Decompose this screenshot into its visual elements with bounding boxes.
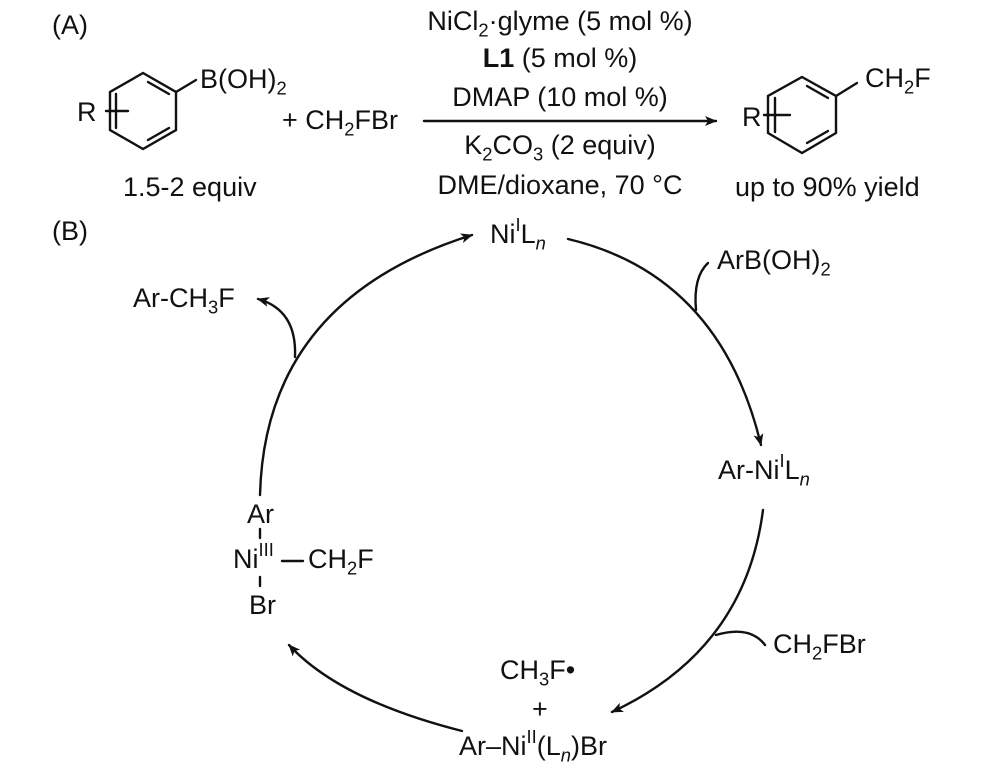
radical-plus-sign: + <box>532 694 548 724</box>
ch2fbr-entry-arrow <box>714 630 767 647</box>
species-ni-iii-ar: Ar <box>247 499 274 529</box>
reagent-ch2fbr: CH2FBr <box>773 629 866 664</box>
species-ni-iii-metal: NiIII <box>233 539 274 574</box>
species-ni-iii-br: Br <box>249 590 276 620</box>
species-ni-i: NiILn <box>490 214 546 254</box>
reactant-substituent-r: R <box>77 97 97 127</box>
species-ar-ni-i: Ar-NiILn <box>718 450 810 490</box>
reactant-equiv: 1.5-2 equiv <box>123 172 257 202</box>
condition-ligand: L1 (5 mol %) <box>482 43 638 73</box>
arboh2-entry-arrow <box>694 261 710 312</box>
boronic-acid-group: B(OH)2 <box>200 64 287 99</box>
arc-nilll-to-nil <box>258 233 474 497</box>
arc-arnill-to-nilll <box>287 643 464 733</box>
panel-a-label: (A) <box>52 10 88 40</box>
condition-base: K2CO3 (2 equiv) <box>464 130 656 165</box>
reactant-benzene-ring <box>104 71 198 151</box>
species-ni-iii-ch2f: CH2F <box>308 544 374 579</box>
condition-dmap: DMAP (10 mol %) <box>452 82 668 112</box>
panel-b-label: (B) <box>52 216 88 246</box>
product-ar-ch3f: Ar-CH3F <box>133 283 235 318</box>
condition-catalyst: NiCl2·glyme (5 mol %) <box>427 6 693 41</box>
arc-arnil-to-arnill <box>610 508 765 714</box>
product-ch2f-group: CH2F <box>865 63 931 98</box>
species-ar-ni-ii-br: Ar–NiII(Ln)Br <box>459 726 607 766</box>
reactant2-ch2fbr: + CH2FBr <box>282 105 399 140</box>
radical-ch3f: CH3F• <box>500 655 576 690</box>
ar-ch3f-exit-arrow <box>256 297 297 359</box>
arc-nil-to-arnil <box>566 237 764 447</box>
reagent-arboh2: ArB(OH)2 <box>717 245 831 280</box>
condition-solvent-temp: DME/dioxane, 70 °C <box>437 170 683 200</box>
product-benzene-ring <box>762 75 859 155</box>
product-substituent-r: R <box>742 102 762 132</box>
product-yield: up to 90% yield <box>735 172 920 202</box>
